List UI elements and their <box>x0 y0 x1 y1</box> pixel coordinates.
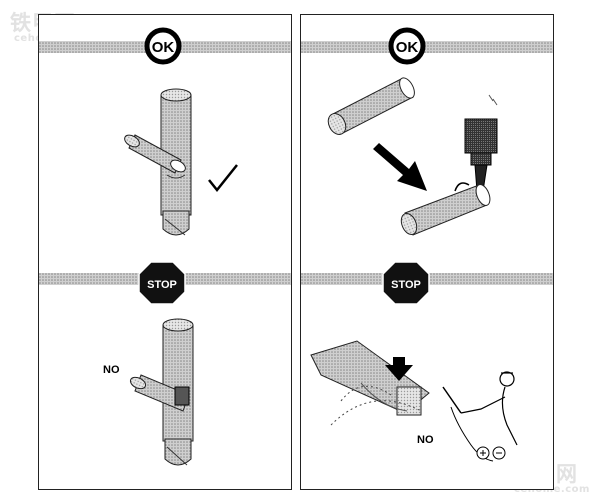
right-ok-badge: OK <box>388 27 426 65</box>
right-stop-label: STOP <box>391 279 421 291</box>
plus-icon <box>476 446 490 460</box>
left-ok-badge: OK <box>144 27 182 65</box>
checkmark-icon <box>208 164 238 193</box>
welding-torch-icon <box>454 94 498 192</box>
right-stop-sign: STOP <box>382 261 430 305</box>
right-no-label: NO <box>417 434 434 446</box>
left-stop-pipe-joint <box>129 318 194 442</box>
weld-arrow-icon <box>385 357 413 381</box>
arrow-icon <box>373 143 427 191</box>
left-panel: OK STOP <box>38 14 292 490</box>
left-ok-label: OK <box>152 39 175 56</box>
right-ok-pipe-top <box>327 77 415 135</box>
left-no-label: NO <box>103 364 120 376</box>
right-panel-illustration: OK <box>301 27 553 462</box>
left-stop-cut-piece <box>164 438 192 466</box>
right-ok-label: OK <box>396 39 419 56</box>
left-stop-label: STOP <box>147 279 177 291</box>
minus-icon <box>492 446 506 460</box>
left-stop-sign: STOP <box>138 261 186 305</box>
left-ok-pipe-joint <box>124 88 192 216</box>
right-stop-pipe-weld <box>310 340 430 426</box>
right-ok-pipe-bottom <box>400 184 491 236</box>
left-ok-cut-piece <box>162 210 190 236</box>
welder-figure-icon <box>442 371 518 462</box>
left-panel-illustration: OK STOP <box>39 27 291 466</box>
right-top-band <box>301 41 553 53</box>
right-panel: OK <box>300 14 554 490</box>
